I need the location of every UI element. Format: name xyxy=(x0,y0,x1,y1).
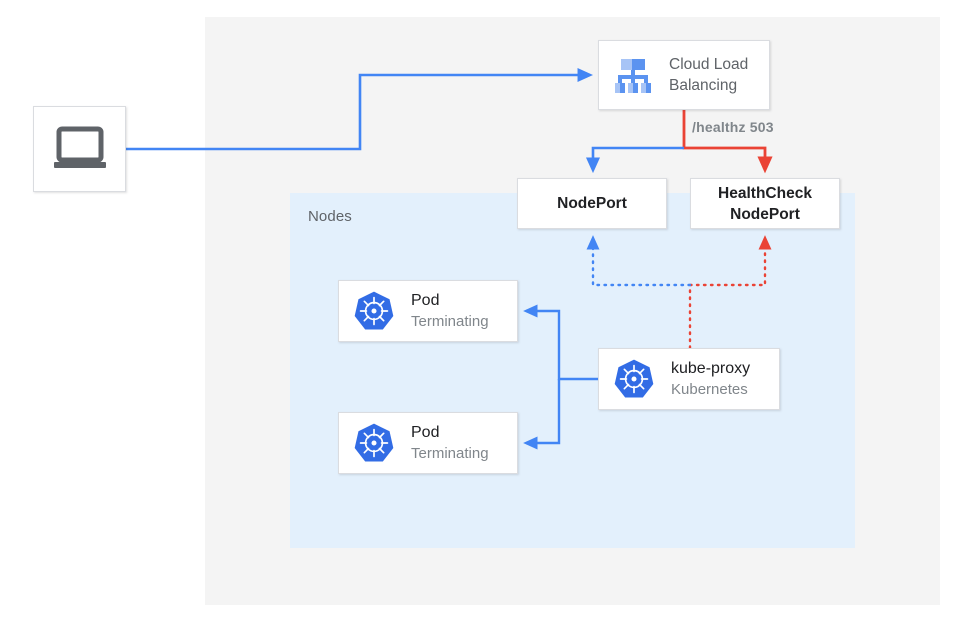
pod-terminating-1-title: Pod xyxy=(411,292,440,309)
kube-proxy-card[interactable]: kube-proxy Kubernetes xyxy=(598,348,780,410)
pod-terminating-2-title: Pod xyxy=(411,424,440,441)
kubernetes-icon xyxy=(354,291,394,330)
healthcheck-nodeport-label: HealthCheck NodePort xyxy=(718,184,812,223)
kubernetes-icon xyxy=(354,423,394,462)
kube-proxy-title: kube-proxy xyxy=(671,360,751,377)
cloud-load-balancing-icon xyxy=(615,59,651,93)
pod-terminating-2-text: Pod Terminating xyxy=(411,422,489,464)
pod-terminating-1-status: Terminating xyxy=(411,313,489,330)
client-device-card[interactable] xyxy=(33,106,126,192)
pod-terminating-2-status: Terminating xyxy=(411,445,489,462)
healthz-edge-label: /healthz 503 xyxy=(692,119,774,135)
nodeport-card[interactable]: NodePort xyxy=(517,178,667,229)
pod-terminating-1-text: Pod Terminating xyxy=(411,290,489,332)
laptop-icon xyxy=(53,126,106,168)
nodes-panel-label: Nodes xyxy=(308,208,352,225)
kubernetes-icon xyxy=(614,359,654,398)
nodeport-label: NodePort xyxy=(557,195,627,212)
kube-proxy-text: kube-proxy Kubernetes xyxy=(671,358,750,400)
healthcheck-nodeport-card[interactable]: HealthCheck NodePort xyxy=(690,178,840,229)
cloud-load-balancing-label: Cloud Load Balancing xyxy=(669,56,749,94)
pod-terminating-2-card[interactable]: Pod Terminating xyxy=(338,412,518,474)
cloud-load-balancing-card[interactable]: Cloud Load Balancing xyxy=(598,40,770,110)
kube-proxy-subtitle: Kubernetes xyxy=(671,381,748,398)
pod-terminating-1-card[interactable]: Pod Terminating xyxy=(338,280,518,342)
